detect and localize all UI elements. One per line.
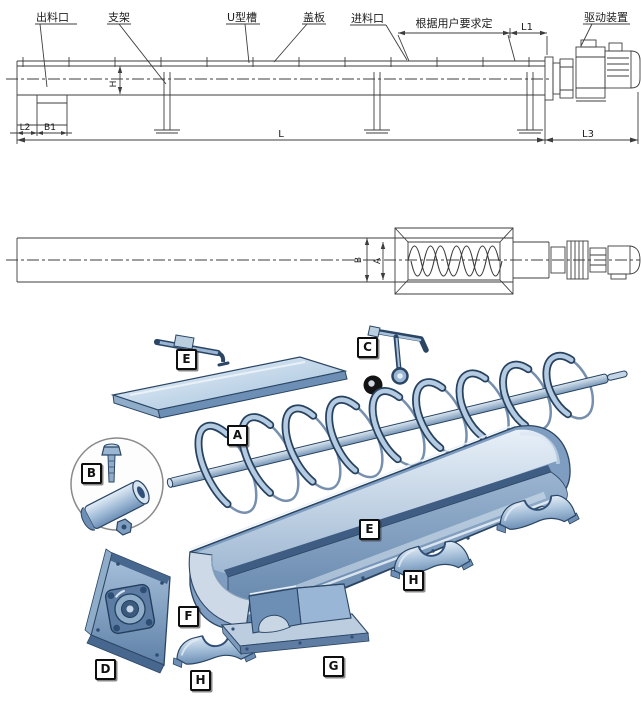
dim-l-l3-lines (16, 92, 639, 144)
cover-plate-part (110, 356, 348, 419)
bolt (101, 446, 122, 456)
part-label-e-clamp: E (176, 349, 197, 370)
discharge-chute (17, 95, 68, 126)
shaft-bushing (80, 480, 150, 531)
part-label-h-right: H (403, 570, 424, 591)
support-leg-1 (154, 72, 180, 134)
leader-cover (273, 23, 326, 63)
dim-l2-label: L2 (20, 123, 31, 133)
cover-clamp-part (154, 334, 230, 367)
dim-l2-b1-lines (10, 125, 72, 136)
end-plate-part (84, 548, 171, 674)
u-trough-callout-label: U型槽 (227, 10, 257, 24)
dim-b1-label: B1 (44, 123, 56, 133)
support-leg-2 (364, 72, 390, 134)
exploded-view-illustration (70, 325, 628, 674)
inlet-opening (394, 227, 514, 295)
support-stand-part (220, 583, 370, 656)
part-label-d: D (95, 659, 116, 680)
drive-callout-label: 驱动装置 (584, 11, 628, 24)
drive-assembly-top (513, 240, 641, 280)
dim-b-label: B (354, 257, 364, 263)
end-bearing (104, 583, 156, 635)
screw-coil-back (410, 245, 503, 277)
leader-inlet (350, 24, 408, 61)
support-callout-label: 支架 (108, 11, 130, 24)
trough-outline (16, 60, 545, 125)
leader-u-trough (226, 23, 260, 64)
side-view-drawing: 出料口 支架 U型槽 盖板 进料口 驱动装置 根据用户要求定 L1 L L3 L… (6, 10, 641, 144)
cover-callout-label: 盖板 (303, 10, 325, 24)
part-label-a: A (227, 425, 248, 446)
nut (115, 518, 133, 536)
dimension-arrows (364, 238, 386, 282)
dim-l-label: L (278, 129, 284, 140)
dimension-arrows (17, 30, 638, 143)
drive-assembly (544, 39, 641, 102)
part-label-c: C (357, 337, 378, 358)
dim-l1-label: L1 (521, 22, 533, 33)
part-label-g: G (323, 656, 344, 677)
coupling-detail-circle (70, 437, 164, 536)
dim-h-label: H (109, 81, 119, 88)
leader-drive (580, 23, 630, 47)
top-view-drawing: B A (6, 227, 641, 295)
leader-outlet (35, 23, 77, 88)
leader-support (107, 23, 167, 85)
part-label-e-trough: E (359, 519, 380, 540)
per-user-note: 根据用户要求定 (416, 16, 493, 30)
part-label-f: F (178, 606, 199, 627)
flange-bolts (22, 57, 530, 67)
dim-l3-label: L3 (582, 129, 594, 140)
part-label-b: B (81, 463, 102, 484)
part-label-h-left: H (190, 670, 211, 691)
screw-coil-front (407, 245, 500, 277)
inlet-callout-label: 进料口 (351, 11, 384, 25)
outlet-callout-label: 出料口 (36, 10, 69, 24)
support-leg-3 (517, 72, 543, 134)
dim-a-label: A (373, 257, 383, 264)
hanger-bearing-part (363, 325, 429, 395)
